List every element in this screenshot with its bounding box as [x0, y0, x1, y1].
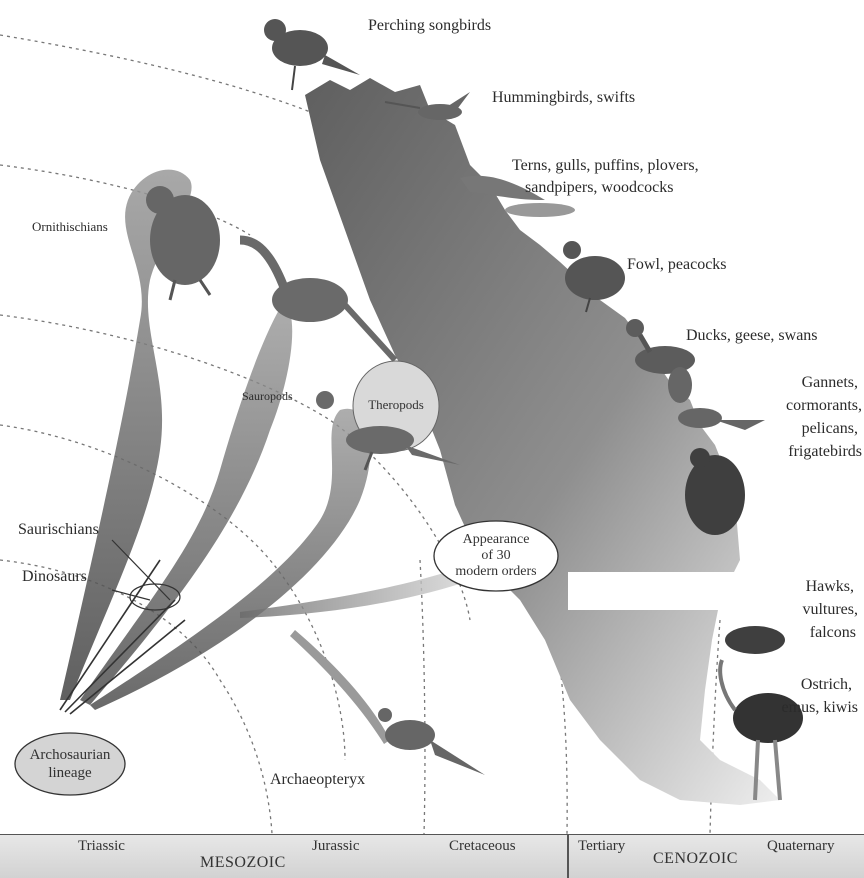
label-theropods: Theropods	[368, 397, 424, 413]
timeline-bar: Triassic Jurassic Cretaceous Tertiary Qu…	[0, 834, 864, 878]
cenozoic-band	[568, 572, 768, 610]
archaeopteryx-icon	[378, 708, 485, 775]
label-ostrich-line2: emus, kiwis	[782, 698, 858, 718]
era-cenozoic: CENOZOIC	[653, 850, 738, 868]
label-saurischians: Saurischians	[18, 520, 99, 540]
gannet-icon	[668, 367, 765, 430]
archosaurian-line1: Archosaurian	[30, 746, 111, 764]
period-tertiary: Tertiary	[578, 838, 625, 855]
label-gannets-line4: frigatebirds	[788, 442, 862, 462]
label-hawks-line2: vultures,	[802, 600, 858, 620]
label-hawks-line1: Hawks,	[806, 577, 854, 597]
label-fowl: Fowl, peacocks	[627, 255, 727, 275]
appearance-line3: modern orders	[455, 564, 536, 580]
theropods-bubble: Theropods	[353, 390, 439, 420]
label-hawks-line3: falcons	[810, 623, 856, 643]
label-archaeopteryx: Archaeopteryx	[270, 770, 365, 790]
archaeopteryx-branch	[290, 630, 390, 744]
ornithischian-icon	[146, 186, 220, 300]
label-gannets-line3: pelicans,	[802, 419, 858, 439]
label-gannets-line2: cormorants,	[786, 396, 862, 416]
label-ornithischians: Ornithischians	[32, 217, 108, 237]
period-quaternary: Quaternary	[767, 838, 834, 855]
period-cretaceous: Cretaceous	[449, 838, 516, 855]
era-divider	[567, 835, 569, 878]
label-gannets-line1: Gannets,	[802, 373, 858, 393]
dinosaurs-pointer	[112, 590, 150, 600]
songbird-icon	[264, 19, 360, 90]
appearance-line1: Appearance	[463, 532, 530, 548]
appearance-line2: of 30	[481, 548, 510, 564]
label-sauropods: Sauropods	[242, 386, 293, 406]
archosaurian-line2: lineage	[48, 764, 91, 782]
label-hummingbirds: Hummingbirds, swifts	[492, 88, 635, 108]
appearance-bubble: Appearance of 30 modern orders	[434, 522, 558, 590]
period-triassic: Triassic	[78, 838, 125, 855]
label-perching-songbirds: Perching songbirds	[368, 16, 491, 36]
label-ostrich-line1: Ostrich,	[801, 675, 852, 695]
archosaurian-bubble: Archosaurian lineage	[15, 733, 125, 795]
era-mesozoic: MESOZOIC	[200, 854, 286, 872]
label-ducks: Ducks, geese, swans	[686, 326, 818, 346]
period-jurassic: Jurassic	[312, 838, 360, 855]
label-dinosaurs: Dinosaurs	[22, 567, 87, 587]
label-terns-line2: sandpipers, woodcocks	[525, 178, 673, 198]
label-terns-line1: Terns, gulls, puffins, plovers,	[512, 156, 699, 176]
